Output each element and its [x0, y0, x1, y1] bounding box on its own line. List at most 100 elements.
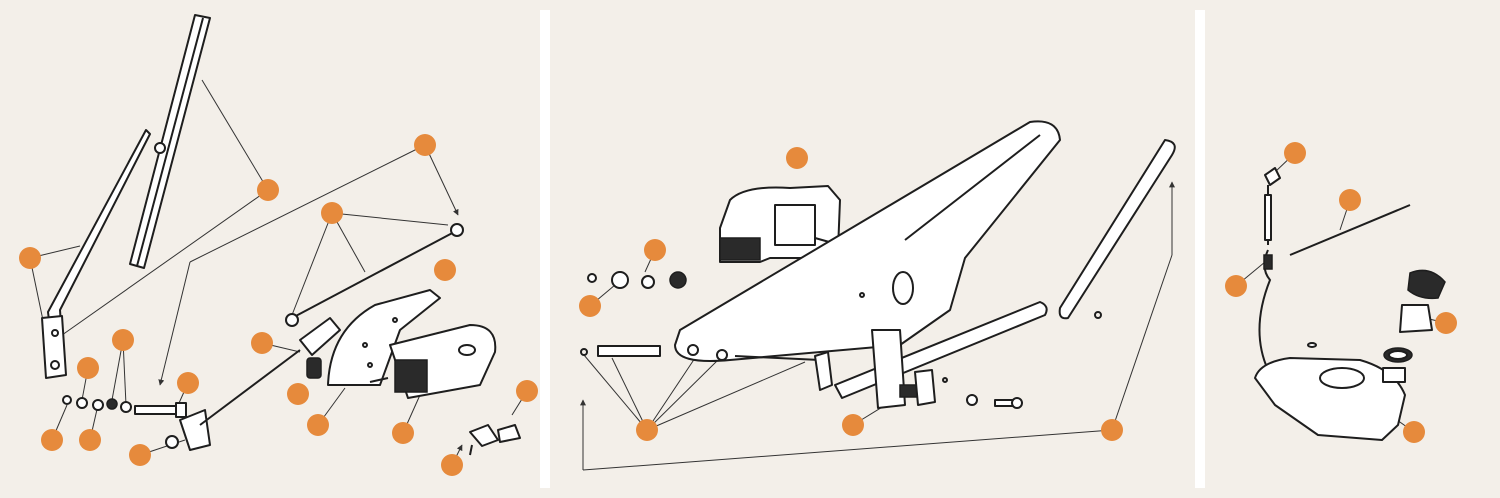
wiper-blade-pivot	[154, 142, 166, 154]
callout-marker[interactable]	[414, 134, 436, 156]
switch-knob	[497, 424, 521, 443]
washer	[92, 399, 104, 411]
leader-line	[424, 144, 459, 216]
clip	[1094, 311, 1102, 319]
spindle-collar	[175, 402, 187, 418]
plate-hole	[362, 342, 368, 348]
wiper-arm-hole	[51, 329, 59, 337]
seal	[106, 398, 118, 410]
nut	[587, 273, 597, 283]
frame-hole	[859, 292, 865, 298]
clip	[580, 348, 588, 356]
diagonal-link	[1058, 139, 1176, 320]
callout-marker[interactable]	[1435, 312, 1457, 334]
drive-rod	[734, 355, 821, 361]
spindle	[134, 405, 182, 415]
callout-marker[interactable]	[579, 295, 601, 317]
callout-marker[interactable]	[177, 372, 199, 394]
callout-marker[interactable]	[644, 239, 666, 261]
wiper-arm-head	[41, 315, 67, 379]
callout-marker[interactable]	[1225, 275, 1247, 297]
callout-marker[interactable]	[79, 429, 101, 451]
tube-sleeve	[1264, 194, 1272, 241]
washer-jet	[1264, 167, 1281, 186]
switch-screw	[469, 444, 473, 456]
leader-line	[646, 361, 806, 431]
frame-hole	[687, 344, 699, 356]
callout-marker[interactable]	[307, 414, 329, 436]
leader-line	[611, 357, 648, 431]
callout-marker[interactable]	[257, 179, 279, 201]
leader-line	[158, 261, 191, 386]
callout-marker[interactable]	[77, 357, 99, 379]
callout-marker[interactable]	[251, 332, 273, 354]
callout-marker[interactable]	[441, 454, 463, 476]
frame-rib	[904, 134, 1041, 241]
washer	[62, 395, 72, 405]
callout-marker[interactable]	[1339, 189, 1361, 211]
dip-tube	[1289, 204, 1411, 256]
callout-marker[interactable]	[786, 147, 808, 169]
washer-reservoir	[1254, 357, 1406, 441]
motor-gearbox	[394, 359, 428, 393]
callout-marker[interactable]	[41, 429, 63, 451]
panel-1-parts	[41, 14, 521, 456]
grommet	[669, 271, 687, 289]
panel-divider	[540, 10, 550, 488]
leader-line	[201, 79, 269, 191]
crank-bracket	[299, 317, 341, 356]
reservoir-neck	[1319, 367, 1365, 389]
link-rod	[199, 349, 301, 426]
callout-marker[interactable]	[636, 419, 658, 441]
washer	[120, 401, 132, 413]
callout-marker[interactable]	[129, 444, 151, 466]
clamp-plate	[914, 369, 936, 406]
screw	[1307, 342, 1317, 348]
callout-marker[interactable]	[321, 202, 343, 224]
tube-connector	[1263, 254, 1273, 270]
spindle-nut	[165, 435, 179, 449]
bolt	[994, 399, 1014, 407]
pump-base	[1382, 367, 1406, 383]
motor-gear-cover	[774, 204, 816, 246]
grommet	[306, 357, 322, 379]
leader-line	[646, 357, 721, 431]
callout-marker[interactable]	[287, 383, 309, 405]
callout-marker[interactable]	[516, 380, 538, 402]
pivot-bolt	[597, 345, 661, 357]
washer	[641, 275, 655, 289]
motor-mounting-plate	[327, 289, 441, 386]
mounting-bracket	[871, 329, 906, 409]
crank-lever	[814, 351, 833, 391]
callout-marker[interactable]	[1101, 419, 1123, 441]
callout-marker[interactable]	[1284, 142, 1306, 164]
callout-markers	[19, 134, 1457, 476]
plate-hole	[392, 317, 398, 323]
callout-marker[interactable]	[1403, 421, 1425, 443]
plate-hole	[367, 362, 373, 368]
motor-armature	[719, 237, 761, 261]
leader-line	[582, 429, 1113, 471]
leader-lines	[29, 79, 1447, 471]
callout-marker[interactable]	[112, 329, 134, 351]
leader-line	[189, 144, 426, 263]
callout-marker[interactable]	[392, 422, 414, 444]
nut	[76, 397, 88, 409]
washer	[966, 394, 978, 406]
motor-end-cap	[458, 344, 476, 356]
leader-line	[331, 212, 366, 273]
wiper-arm	[47, 129, 151, 346]
callout-marker[interactable]	[434, 259, 456, 281]
callout-marker[interactable]	[842, 414, 864, 436]
wiper-arm-hole	[50, 360, 60, 370]
screw	[942, 377, 948, 383]
washer	[611, 271, 629, 289]
callout-marker[interactable]	[19, 247, 41, 269]
bolt-head	[1011, 397, 1023, 409]
rod-end	[285, 313, 299, 327]
wiper-switch	[469, 424, 499, 447]
reservoir-cap	[1407, 269, 1446, 300]
frame-cutout	[892, 271, 914, 305]
